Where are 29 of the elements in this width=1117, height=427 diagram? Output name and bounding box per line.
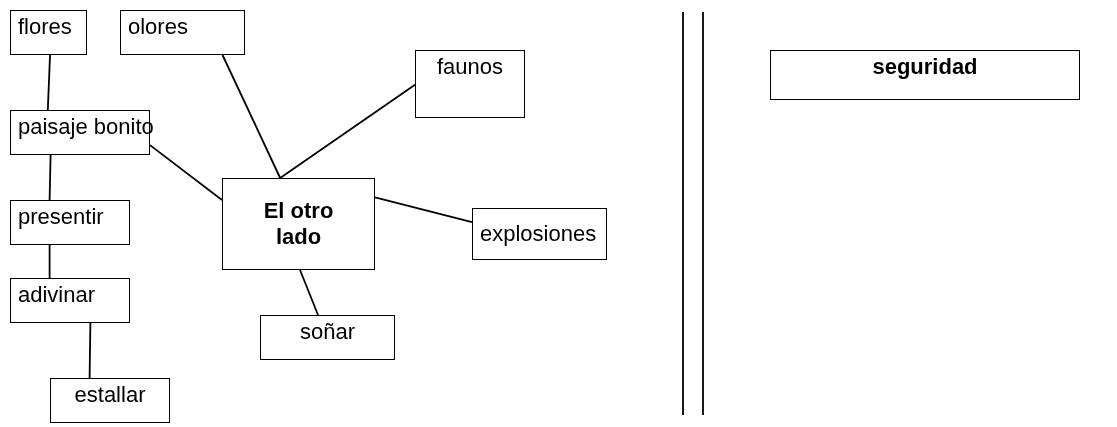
concept-box	[415, 50, 525, 118]
concept-box	[770, 50, 1080, 100]
concept-label: olores	[128, 14, 188, 41]
connector-line	[279, 83, 416, 179]
connector-line	[48, 244, 51, 279]
concept-label: soñar	[299, 319, 355, 346]
concept-label: presentir	[18, 204, 104, 231]
concept-label: flores	[18, 14, 72, 41]
connector-line	[149, 144, 223, 201]
concept-box	[260, 315, 395, 360]
concept-label: seguridad	[872, 54, 978, 81]
concept-label: El otro lado	[262, 197, 335, 251]
concept-box	[10, 10, 87, 55]
connector-line	[88, 322, 92, 379]
connector-line	[46, 54, 51, 111]
concept-label: explosiones	[480, 220, 597, 248]
connector-line	[374, 196, 473, 223]
concept-label: faunos	[436, 54, 504, 81]
concept-box	[10, 278, 130, 323]
concept-box	[10, 200, 130, 245]
concept-box	[222, 178, 375, 270]
connector-line	[299, 269, 319, 316]
connector-line	[48, 154, 52, 201]
concept-box	[120, 10, 245, 55]
concept-label: adivinar	[18, 282, 96, 309]
connector-line	[221, 54, 282, 179]
concept-label: estallar	[74, 382, 146, 409]
concept-box	[50, 378, 170, 423]
concept-box	[472, 208, 607, 260]
